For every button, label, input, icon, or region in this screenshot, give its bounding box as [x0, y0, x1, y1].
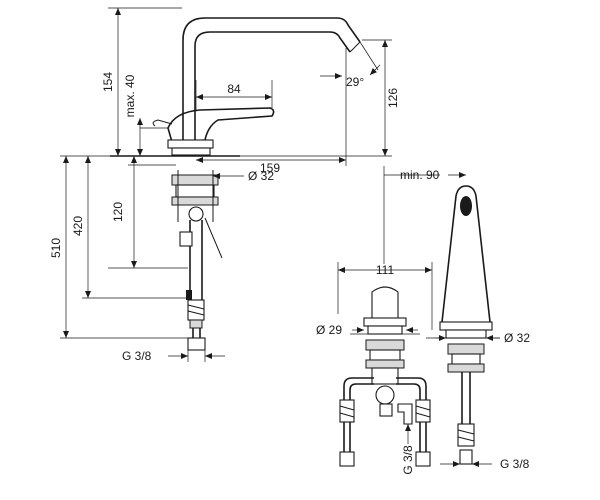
g38-left: G 3/8: [122, 349, 152, 363]
hose-sleeve: [187, 299, 205, 321]
g38-vertical: G 3/8: [401, 445, 415, 475]
valve-outlet-pipe: [379, 403, 393, 417]
spout-nut-bottom: [447, 363, 485, 373]
valve-and-spout-views: min. 90 Ø 32 G 3/8 111: [316, 166, 530, 475]
side-elevation-view: 154 max. 40 84 29° 126 159 Ø 32 120: [49, 7, 400, 363]
connector-right: [415, 451, 431, 467]
spout-hose-braid: [457, 429, 475, 442]
spout-body: [451, 353, 481, 365]
pipe-right-outer: [396, 377, 427, 420]
spout-aerator: [460, 196, 472, 216]
valve-nut-bottom: [365, 359, 405, 369]
valve-collar: [363, 317, 407, 327]
dia29: Ø 29: [316, 323, 342, 337]
dim-126: 126: [386, 88, 400, 108]
hose-clip: [186, 290, 192, 300]
pipe-left-inner: [349, 383, 374, 420]
valve-cap: [188, 206, 204, 222]
hose-sleeve-left: [339, 399, 355, 423]
mount-nut-bottom: [171, 196, 219, 206]
mount-nut-top: [171, 174, 219, 186]
g38-connector: [187, 337, 206, 351]
valve-outlet: [375, 385, 395, 405]
spout-hose-sleeve: [457, 423, 475, 447]
spout-front-outline: [441, 185, 491, 323]
elbow-fitting: [397, 403, 413, 425]
spout-tip: [349, 41, 361, 53]
spout-nut-top: [447, 343, 485, 355]
angle-29: 29°: [346, 75, 364, 89]
dim-159: 159: [260, 161, 280, 175]
body-collar: [167, 139, 214, 149]
valve-nut-top: [365, 339, 405, 351]
valve-cartridge: [371, 367, 399, 385]
spout-outer: [182, 17, 361, 150]
lever-handle: [167, 107, 275, 143]
base-plate: [171, 147, 211, 156]
lever-tip: [152, 119, 173, 127]
g38-right: G 3/8: [500, 457, 530, 471]
dim-111: 111: [376, 263, 395, 277]
spout-inner: [194, 31, 351, 150]
braid-left: [339, 405, 355, 418]
drain-rod: [204, 217, 223, 259]
connector-left: [339, 451, 355, 467]
braid-right: [415, 405, 431, 418]
dim-min90: min. 90: [400, 168, 440, 182]
dim-510: 510: [49, 238, 63, 258]
dim-154: 154: [101, 72, 115, 92]
pipe-right-inner: [396, 383, 421, 420]
spout-base-collar: [439, 321, 493, 331]
hose-ferrule: [189, 319, 203, 329]
dim-120: 120: [111, 202, 125, 222]
angle-arrow-right: [369, 64, 381, 76]
valve-base-plate: [367, 325, 403, 335]
angle-leg: [359, 41, 379, 71]
dia32-right: Ø 32: [504, 331, 530, 345]
dia32-left: Ø 32: [248, 169, 274, 183]
dim-max40: max. 40: [123, 74, 137, 117]
hose-sleeve-right: [415, 399, 431, 423]
mount-body: [175, 184, 215, 198]
dim-84: 84: [227, 82, 241, 96]
valve-body: [369, 349, 401, 361]
hose-braid: [187, 304, 205, 316]
spout-connector: [459, 449, 473, 465]
check-valve: [179, 231, 193, 247]
dim-420: 420: [71, 216, 85, 236]
spout-base-plate: [445, 329, 487, 339]
pipe-left-outer: [343, 377, 374, 420]
valve-knob: [371, 286, 399, 319]
